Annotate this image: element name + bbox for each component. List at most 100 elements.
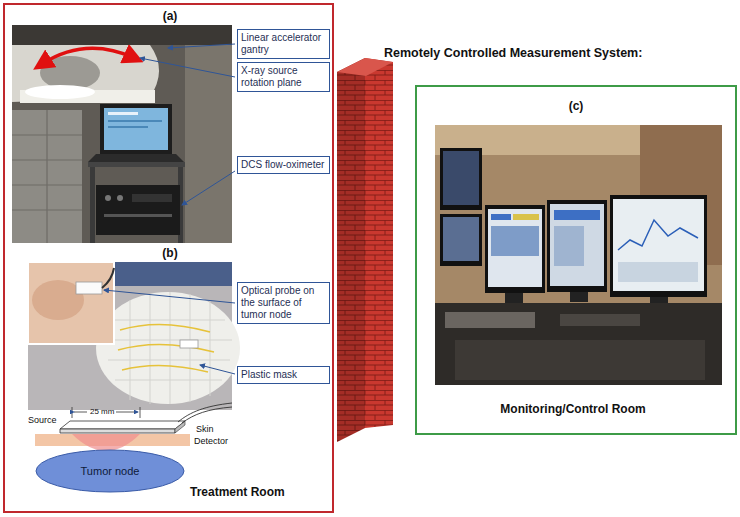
linac-photo	[104, 214, 172, 217]
diagram-title: Remotely Controlled Measurement System:	[384, 46, 642, 60]
control-room-photo	[547, 200, 607, 292]
linac-photo	[132, 194, 172, 202]
callout-box: DCS flow-oximeter	[237, 156, 330, 174]
linac-photo	[108, 112, 138, 115]
probe-sketch	[74, 412, 87, 413]
control-room-photo	[610, 195, 707, 297]
callout-box: Plastic mask	[237, 366, 330, 384]
probe-sketch	[60, 421, 185, 429]
linac-photo	[12, 25, 232, 45]
control-room-photo	[570, 292, 588, 302]
control-room-photo	[443, 151, 479, 205]
control-room-photo	[513, 214, 539, 220]
control-room-photo	[435, 125, 722, 385]
probe-sketch	[178, 403, 232, 423]
linac-photo	[12, 110, 82, 243]
part-label: Detector	[194, 436, 228, 446]
linac-photo	[105, 195, 111, 201]
node-text: Optical probe on the surface of tumor no…	[241, 285, 326, 321]
tumor-ellipse: Tumor node	[35, 449, 185, 493]
node-text: Plastic mask	[241, 369, 326, 381]
node-text: Linear accelerator gantry	[241, 32, 326, 56]
leader-lines	[200, 365, 235, 374]
leader-lines	[182, 171, 235, 205]
dimension-label: 25 mm	[90, 407, 114, 416]
control-room-photo	[560, 314, 640, 326]
callout-box: X-ray source rotation plane	[237, 62, 330, 92]
linac-photo	[104, 108, 168, 150]
panel-letter: (a)	[163, 9, 178, 23]
probe-sketch	[72, 434, 140, 451]
linac-photo	[25, 85, 95, 99]
linac-photo	[42, 48, 134, 64]
leader-lines	[140, 58, 235, 77]
control-room-box: Monitoring/Control Room	[415, 85, 737, 435]
panel-letter: (b)	[162, 246, 177, 260]
probe-sketch	[175, 421, 185, 433]
node-text: DCS flow-oximeter	[241, 159, 326, 171]
control-room-photo	[491, 214, 511, 220]
control-room-photo	[550, 204, 604, 286]
control-room-photo	[554, 226, 584, 266]
control-room-photo	[435, 303, 722, 385]
control-room-photo	[455, 340, 705, 380]
part-label: Source	[28, 415, 57, 425]
patient-photo	[118, 324, 214, 372]
patient-photo	[105, 292, 232, 404]
brick-wall	[365, 58, 393, 428]
probe-sketch	[72, 407, 140, 418]
control-room-photo	[443, 217, 479, 261]
leader-lines	[104, 290, 235, 303]
node-text: Tumor node	[81, 465, 140, 477]
linac-photo	[117, 195, 123, 201]
patient-photo	[28, 262, 240, 410]
probe-sketch	[35, 403, 232, 451]
brick-wall	[337, 58, 393, 76]
linac-photo	[108, 120, 162, 122]
callout-box: Linear accelerator gantry	[237, 29, 330, 59]
part-label: Skin	[196, 424, 214, 434]
control-room-photo	[613, 199, 704, 291]
leader-lines	[168, 44, 235, 48]
brick-wall	[337, 58, 393, 442]
room-name: Treatment Room	[190, 485, 285, 499]
panel-letter: (c)	[569, 99, 584, 113]
control-room-photo	[618, 262, 698, 282]
linac-photo	[90, 167, 95, 243]
probe-sketch	[60, 429, 175, 433]
patient-photo	[180, 340, 198, 348]
control-room-photo	[505, 293, 523, 303]
ellipse-outline	[36, 450, 184, 492]
control-room-photo	[491, 226, 539, 256]
linac-photo	[96, 185, 180, 235]
linac-photo	[12, 25, 232, 243]
linac-photo	[88, 162, 185, 167]
linac-photo	[100, 104, 172, 154]
patient-photo	[115, 262, 232, 286]
control-room-photo	[440, 148, 482, 210]
patient-photo	[76, 282, 102, 294]
patient-photo	[28, 262, 114, 344]
patient-photo	[96, 292, 240, 404]
callout-box: Optical probe on the surface of tumor no…	[237, 282, 330, 324]
linac-photo	[12, 45, 159, 102]
linac-photo	[12, 25, 232, 243]
linac-photo	[108, 126, 148, 128]
control-room-photo	[445, 312, 535, 328]
patient-photo	[102, 268, 114, 288]
control-room-photo	[435, 125, 722, 385]
control-room-photo	[440, 214, 482, 266]
control-room-photo	[488, 209, 542, 287]
control-room-photo	[618, 220, 698, 250]
linac-photo	[88, 154, 184, 162]
brick-wall	[337, 58, 365, 442]
control-room-photo	[554, 210, 600, 220]
probe-sketch	[116, 412, 138, 413]
leader-lines	[104, 44, 235, 374]
brick-wall	[337, 58, 365, 442]
linac-photo	[12, 110, 82, 243]
node-text: X-ray source rotation plane	[241, 65, 326, 89]
room-name: Monitoring/Control Room	[411, 402, 735, 416]
